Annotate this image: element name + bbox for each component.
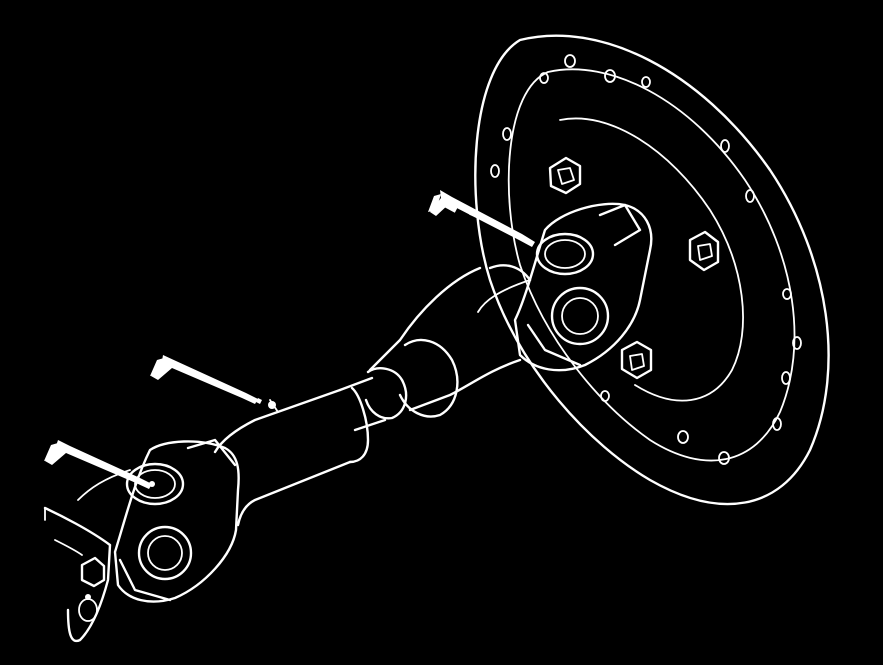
front-shaft-tube xyxy=(213,386,370,527)
grease-gun-icon xyxy=(44,190,535,489)
flange-holes xyxy=(490,54,802,465)
drive-flange xyxy=(474,34,830,506)
rear-shaft-tube xyxy=(338,264,532,432)
front-companion-flange xyxy=(43,506,112,643)
rear-universal-joint-icon xyxy=(477,202,653,372)
grease-gun-barrels xyxy=(84,213,523,481)
flange-bolt-icon xyxy=(548,156,720,380)
